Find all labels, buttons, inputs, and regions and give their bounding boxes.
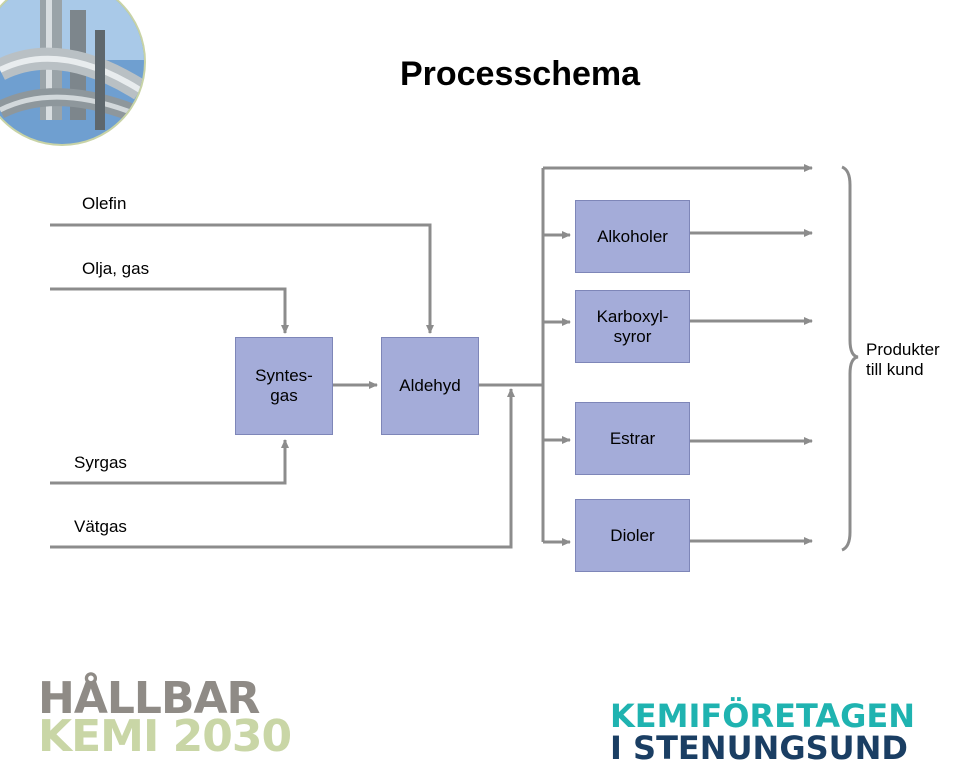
- hallbar-kemi-logo: HÅLLBAR KEMI 2030: [38, 673, 292, 759]
- page-title: Processchema: [399, 55, 641, 93]
- syntesgas-label-line2: gas: [270, 386, 298, 405]
- kemiforetagen-logo-line1: KEMIFÖRETAGEN: [610, 697, 915, 735]
- output-label-line2: till kund: [866, 360, 924, 379]
- karboxyl-label-line2: syror: [613, 326, 652, 346]
- input-label-syrgas: Syrgas: [74, 453, 127, 472]
- syntesgas-box: Syntes- gas: [235, 337, 333, 435]
- output-label: Produkter till kund: [866, 340, 940, 380]
- aldehyd-box: Aldehyd: [381, 337, 479, 435]
- kemiforetagen-logo: KEMIFÖRETAGEN I STENUNGSUND: [610, 700, 915, 764]
- dioler-box: Dioler: [575, 499, 690, 572]
- vatgas-flow: [50, 388, 515, 549]
- olefin-flow: [50, 223, 434, 334]
- karboxyl-label-line1: Karboxyl-: [596, 306, 669, 326]
- input-label-olefin: Olefin: [82, 194, 127, 213]
- dioler-label: Dioler: [610, 525, 655, 545]
- alkoholer-label: Alkoholer: [597, 226, 668, 246]
- aldehyd-label: Aldehyd: [399, 376, 461, 395]
- corner-pipes-photo: [0, 0, 146, 146]
- products-brace: [841, 165, 859, 552]
- estrar-label: Estrar: [609, 428, 656, 448]
- hallbar-logo-year: 2030: [172, 711, 292, 762]
- syntesgas-label-line1: Syntes-: [255, 366, 313, 385]
- hallbar-logo-line1: HÅLLBAR: [38, 673, 260, 724]
- input-label-olja-gas: Olja, gas: [82, 259, 150, 278]
- estrar-box: Estrar: [575, 402, 690, 475]
- syrgas-flow: [50, 439, 289, 485]
- olja-gas-flow: [50, 287, 289, 334]
- alkoholer-box: Alkoholer: [575, 200, 690, 273]
- karboxylsyror-box: Karboxyl- syror: [575, 290, 690, 363]
- hallbar-logo-kemi: KEMI: [38, 711, 159, 762]
- kemiforetagen-logo-line2: I STENUNGSUND: [610, 729, 908, 767]
- input-label-vatgas: Vätgas: [74, 517, 127, 536]
- output-label-line1: Produkter: [866, 340, 940, 359]
